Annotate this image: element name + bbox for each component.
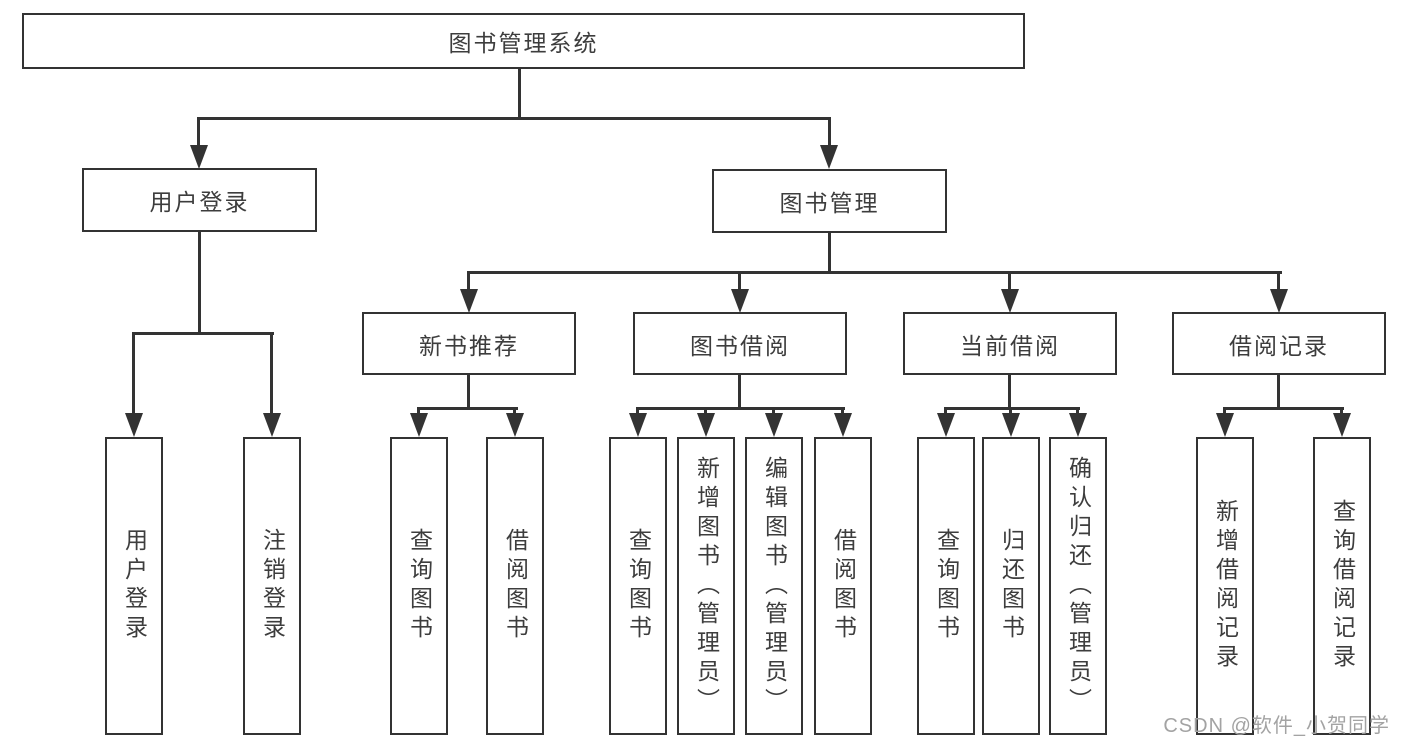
- leaf-borrow-books-recommend: 借阅图书: [486, 437, 544, 735]
- arrowhead-down: [1069, 413, 1087, 437]
- node-label: 编辑图书（管理员）: [761, 455, 788, 717]
- leaf-query-borrow-record: 查询借阅记录: [1313, 437, 1371, 735]
- arrowhead-down: [937, 413, 955, 437]
- leaf-confirm-return-admin: 确认归还（管理员）: [1049, 437, 1107, 735]
- connector-user-login-stem: [198, 232, 201, 335]
- connector-drop-module: [1008, 271, 1011, 293]
- node-label: 图书管理: [779, 190, 880, 216]
- arrowhead-down: [820, 145, 838, 169]
- connector-user-login-hline: [132, 332, 274, 335]
- connector-drop-module: [467, 271, 470, 293]
- arrowhead-down: [506, 413, 524, 437]
- node-label: 借阅图书: [830, 528, 857, 644]
- connector-level2-hline: [198, 117, 831, 120]
- node-library-management-system: 图书管理系统: [22, 13, 1025, 69]
- connector-borrow-hline: [636, 407, 845, 410]
- connector-level3-hline: [467, 271, 1282, 274]
- connector-current-hline: [944, 407, 1080, 410]
- arrowhead-down: [263, 413, 281, 437]
- node-label: 新增借阅记录: [1212, 499, 1239, 673]
- arrowhead-down: [629, 413, 647, 437]
- connector-drop-module: [738, 271, 741, 293]
- node-label: 用户登录: [149, 189, 250, 215]
- leaf-query-books-recommend: 查询图书: [390, 437, 448, 735]
- node-label: 借阅图书: [502, 528, 529, 644]
- leaf-edit-books-admin: 编辑图书（管理员）: [745, 437, 803, 735]
- connector-module-stem: [738, 374, 741, 410]
- node-label: 当前借阅: [960, 332, 1060, 359]
- leaf-borrow-books: 借阅图书: [814, 437, 872, 735]
- node-book-borrowing: 图书借阅: [633, 312, 847, 375]
- leaf-logout-login: 注销登录: [243, 437, 301, 735]
- connector-drop-leaf: [270, 332, 273, 416]
- leaf-query-books-borrow: 查询图书: [609, 437, 667, 735]
- connector-module-stem: [1008, 374, 1011, 410]
- arrowhead-down: [190, 145, 208, 169]
- arrowhead-down: [1216, 413, 1234, 437]
- arrowhead-down: [1270, 289, 1288, 313]
- node-label: 查询图书: [406, 528, 433, 644]
- connector-drop-leaf: [132, 332, 135, 416]
- node-label: 归还图书: [998, 528, 1025, 644]
- connector-book-management-stem: [828, 233, 831, 274]
- node-label: 查询图书: [933, 528, 960, 644]
- watermark: CSDN @软件_小贺同学: [1163, 715, 1390, 737]
- arrowhead-down: [410, 413, 428, 437]
- connector-module-stem: [1277, 374, 1280, 410]
- connector-root-stem: [518, 69, 521, 120]
- connector-recommend-hline: [417, 407, 518, 410]
- arrowhead-down: [125, 413, 143, 437]
- node-label: 新书推荐: [419, 332, 519, 359]
- node-new-book-recommendation: 新书推荐: [362, 312, 576, 375]
- node-label: 图书管理系统: [448, 30, 599, 56]
- node-label: 注销登录: [259, 528, 286, 644]
- node-borrowing-records: 借阅记录: [1172, 312, 1386, 375]
- node-book-management: 图书管理: [712, 169, 947, 233]
- node-user-login: 用户登录: [82, 168, 317, 232]
- node-label: 确认归还（管理员）: [1065, 455, 1092, 717]
- leaf-add-books-admin: 新增图书（管理员）: [677, 437, 735, 735]
- node-current-borrowing: 当前借阅: [903, 312, 1117, 375]
- node-label: 借阅记录: [1229, 332, 1329, 359]
- node-label: 查询图书: [625, 528, 652, 644]
- arrowhead-down: [697, 413, 715, 437]
- arrowhead-down: [834, 413, 852, 437]
- connector-drop-book-management: [828, 117, 831, 147]
- connector-records-hline: [1223, 407, 1344, 410]
- arrowhead-down: [1333, 413, 1351, 437]
- leaf-return-books: 归还图书: [982, 437, 1040, 735]
- arrowhead-down: [1001, 289, 1019, 313]
- node-label: 新增图书（管理员）: [693, 455, 720, 717]
- connector-drop-module: [1277, 271, 1280, 293]
- connector-drop-user-login: [197, 117, 200, 147]
- leaf-user-login: 用户登录: [105, 437, 163, 735]
- connector-module-stem: [467, 374, 470, 410]
- node-label: 图书借阅: [690, 332, 790, 359]
- node-label: 用户登录: [121, 528, 148, 644]
- node-label: 查询借阅记录: [1329, 499, 1356, 673]
- arrowhead-down: [460, 289, 478, 313]
- arrowhead-down: [731, 289, 749, 313]
- leaf-add-borrow-record: 新增借阅记录: [1196, 437, 1254, 735]
- leaf-query-books-current: 查询图书: [917, 437, 975, 735]
- arrowhead-down: [1002, 413, 1020, 437]
- arrowhead-down: [765, 413, 783, 437]
